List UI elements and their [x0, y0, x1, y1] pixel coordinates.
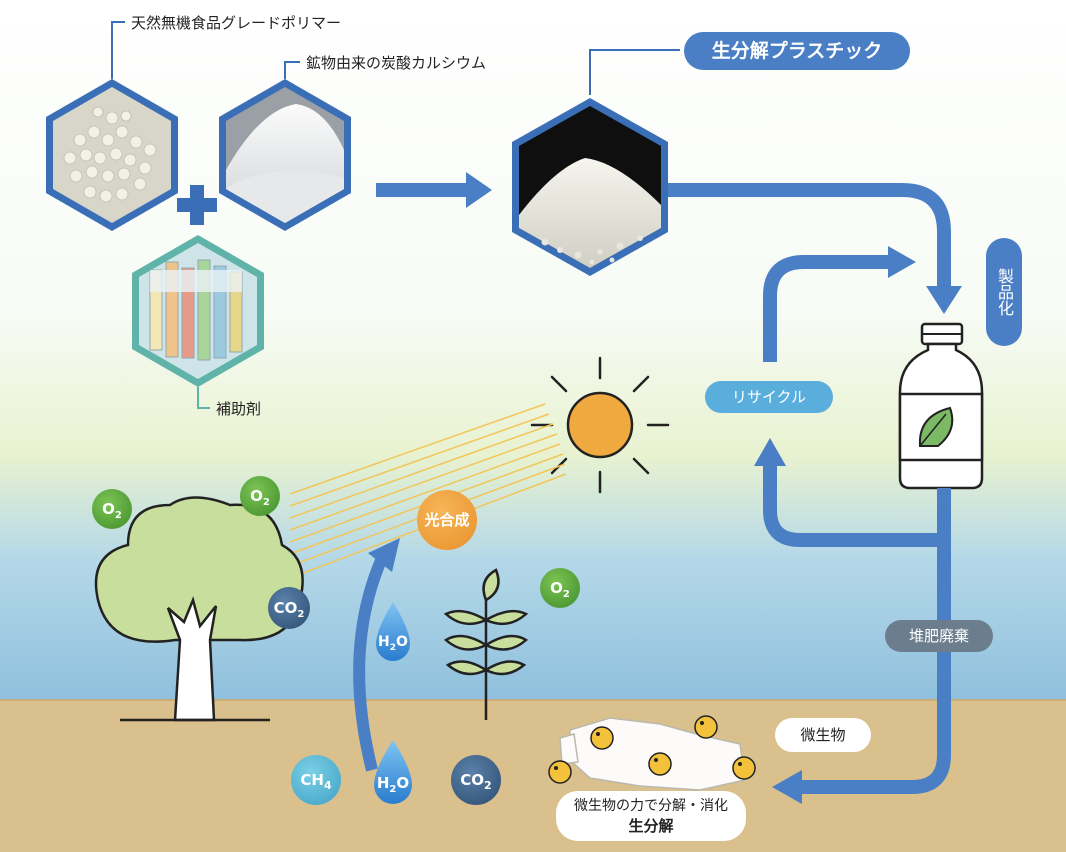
- arrow-photosynthesis: [353, 555, 388, 772]
- bioplastic-hexagon: [512, 98, 668, 276]
- soil-ground: [0, 700, 1066, 852]
- decompose-badge: 微生物の力で分解・消化 生分解: [556, 791, 746, 841]
- water-drop-upper: [376, 602, 410, 661]
- additive-label: 補助剤: [216, 400, 262, 418]
- arrow-manufacture-path: [668, 183, 951, 290]
- sunbeams: [289, 403, 567, 579]
- bioplastic-badge: 生分解プラスチック: [684, 32, 910, 70]
- o2-molecule-left: O2: [92, 489, 132, 529]
- arrow-recycle-lower: [763, 462, 944, 547]
- decompose-line1: 微生物の力で分解・消化: [574, 798, 728, 814]
- calcium-carbonate-label: 鉱物由来の炭酸カルシウム: [306, 54, 487, 72]
- polymer-leader-line: [111, 21, 125, 79]
- co2-molecule-soil: CO2: [451, 755, 501, 805]
- co2-molecule-tree: CO2: [268, 587, 310, 629]
- h2o-molecule-lower: H2O: [376, 774, 410, 795]
- arrow-compost-head: [772, 770, 802, 804]
- compost-badge: 堆肥廃棄: [885, 620, 993, 652]
- decompose-line2: 生分解: [628, 817, 674, 835]
- h2o-molecule-upper: H2O: [378, 634, 408, 653]
- polymer-label: 天然無機食品グレードポリマー: [131, 14, 342, 32]
- ch4-molecule: CH4: [291, 755, 341, 805]
- arrow-recycle-upper: [763, 255, 890, 362]
- calcium-leader-line: [284, 61, 300, 79]
- microbe-badge: 微生物: [775, 718, 871, 752]
- microbe-icons: [548, 715, 756, 784]
- recycle-badge: リサイクル: [705, 381, 833, 413]
- plus-icon: [177, 185, 217, 225]
- water-drop-lower: [374, 740, 412, 804]
- additive-leader-line: [197, 387, 210, 409]
- arrow-to-bioplastic: [376, 172, 492, 208]
- plant-icon: [443, 568, 529, 720]
- o2-molecule-tree: O2: [240, 476, 280, 516]
- arrow-manufacture-head: [926, 286, 962, 314]
- manufacture-badge: 製品化: [986, 238, 1022, 346]
- bottle-icon: [898, 322, 984, 490]
- additive-hexagon: [132, 235, 264, 387]
- bioplastic-leader-line: [589, 49, 680, 95]
- calcium-carbonate-hexagon: [219, 79, 351, 231]
- sun-icon: [530, 356, 670, 494]
- polymer-hexagon: [46, 79, 178, 231]
- o2-molecule-plant: O2: [540, 568, 580, 608]
- photosynthesis-badge: 光合成: [417, 490, 477, 550]
- arrow-compost-path: [800, 488, 951, 794]
